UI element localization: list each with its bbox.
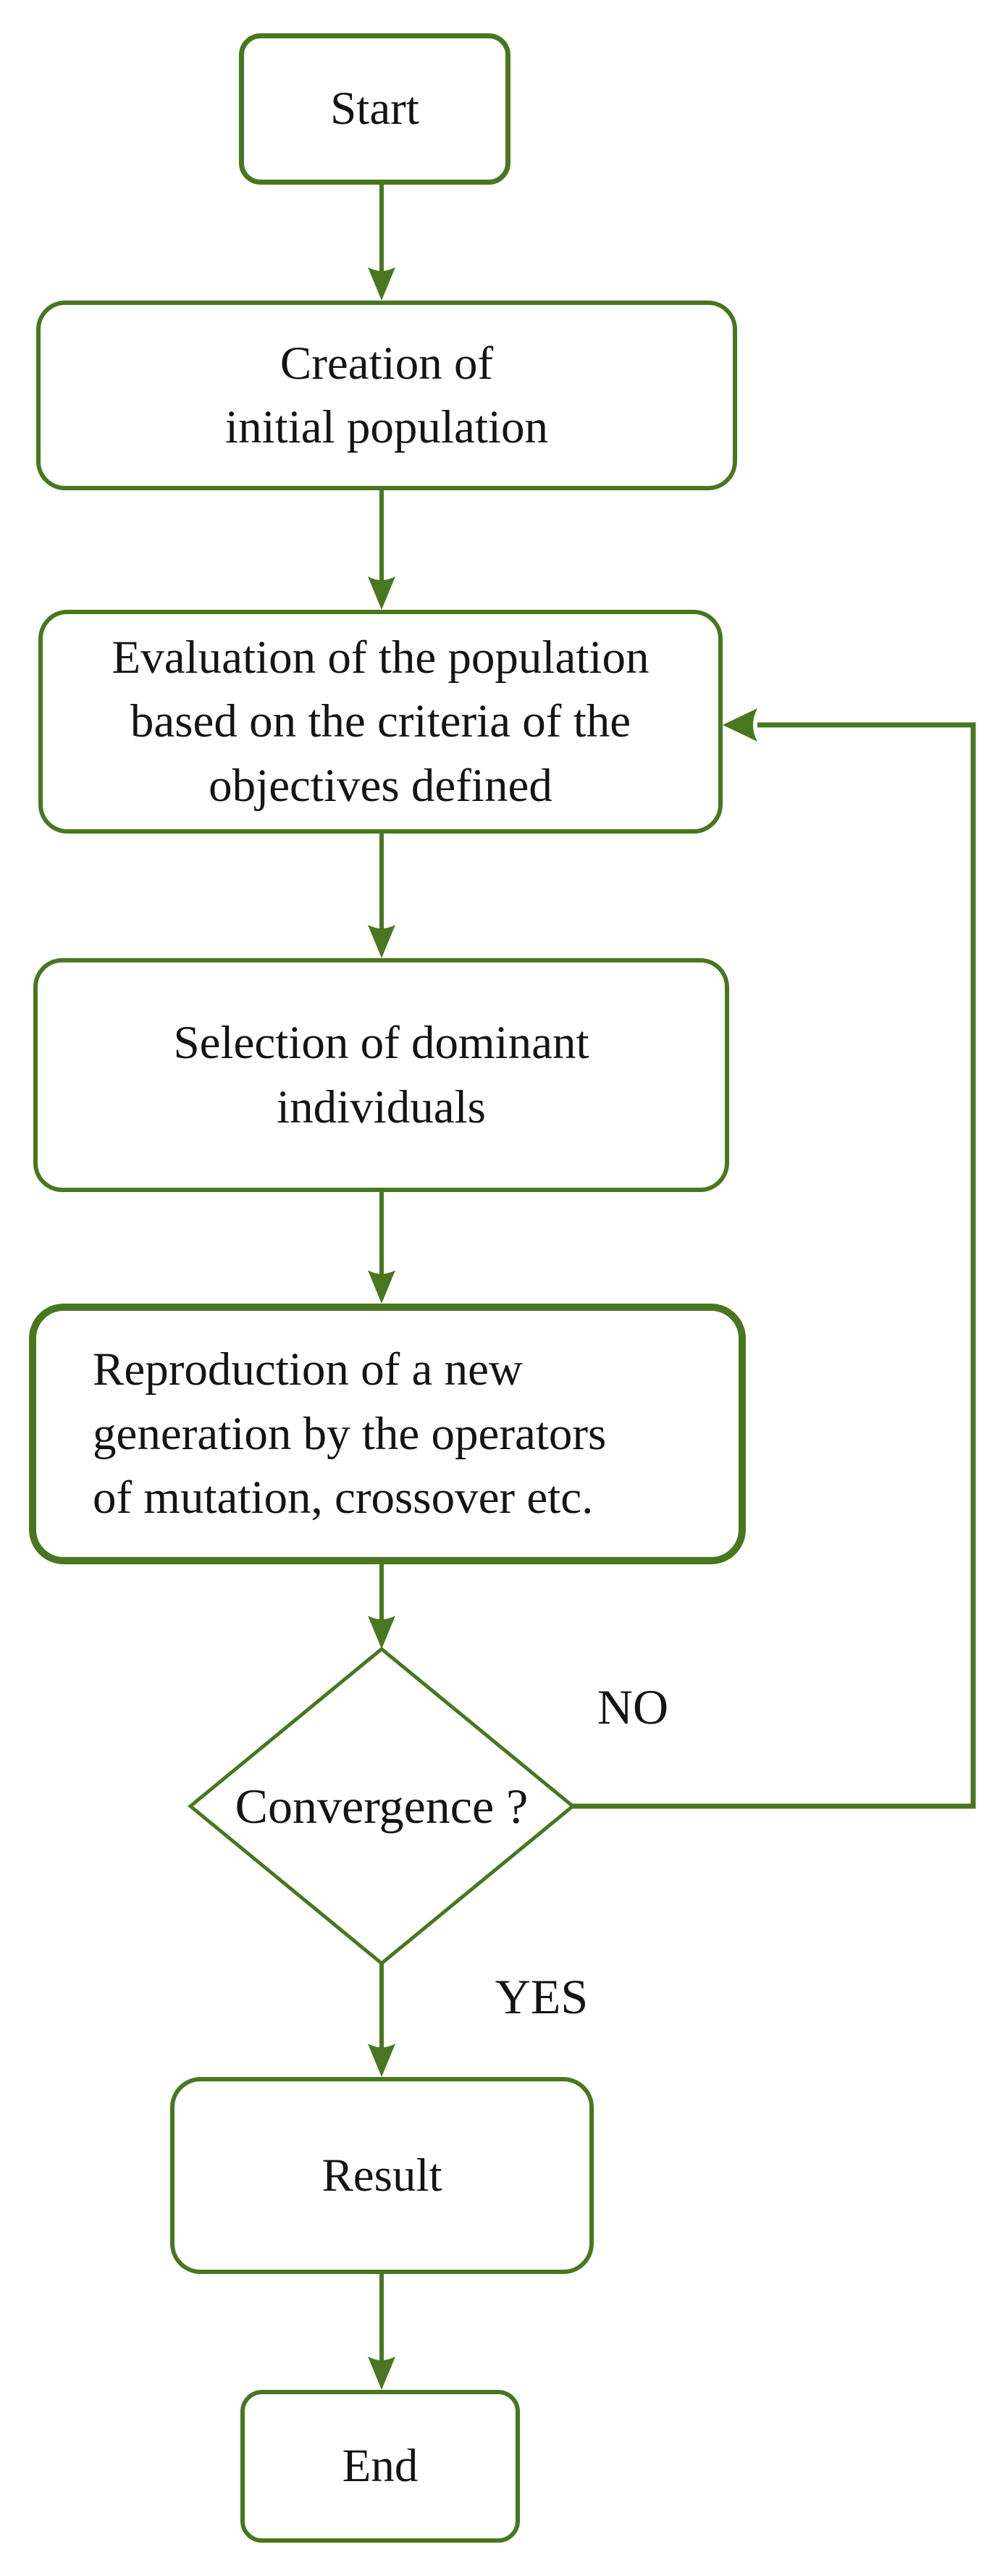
- arrowhead-into-result: [368, 2044, 395, 2077]
- node-selection-of-dominant-individuals: Selection of dominant individuals: [33, 958, 729, 1192]
- node-evaluation-of-population: Evaluation of the population based on th…: [38, 610, 723, 834]
- node-result: Result: [170, 2077, 594, 2274]
- arrowhead-into-creation: [368, 267, 395, 301]
- arrowhead-into-reproduction: [368, 1270, 395, 1304]
- branch-label-no: NO: [597, 1679, 669, 1734]
- node-end: End: [240, 2390, 520, 2543]
- branch-label-yes: YES: [495, 1969, 589, 2024]
- arrowhead-into-end: [368, 2357, 395, 2390]
- node-creation-initial-population: Creation of initial population: [36, 301, 737, 490]
- decision-diamond-shape: [188, 1646, 576, 1966]
- edge-convergence-no-loop: [573, 722, 976, 1809]
- arrowhead-into-selection: [368, 925, 395, 958]
- arrowhead-into-convergence: [368, 1616, 395, 1649]
- arrowhead-no-loop-into-evaluation: [723, 708, 757, 742]
- node-start: Start: [239, 33, 510, 185]
- node-reproduction-new-generation: Reproduction of a new generation by the …: [29, 1304, 746, 1564]
- arrowhead-into-evaluation: [368, 576, 395, 610]
